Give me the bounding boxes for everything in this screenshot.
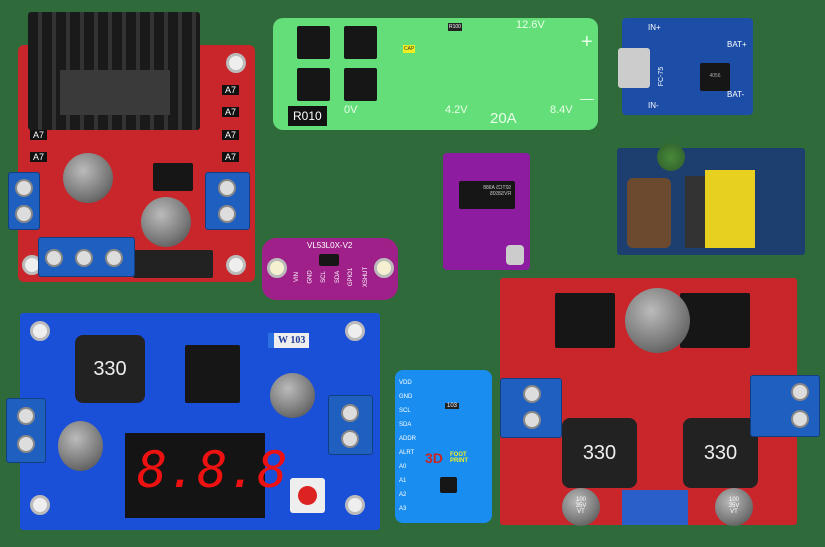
charger-ic: 4056 (700, 63, 730, 91)
pin-label: SDA (399, 422, 412, 428)
capacitor: 100 35V VT (715, 488, 753, 526)
regulator (153, 163, 193, 191)
code-label: R010 (288, 106, 327, 126)
label: A7 (30, 130, 48, 140)
terminal-block (328, 395, 373, 455)
potentiometer[interactable]: W 103 (268, 333, 310, 348)
label: A7 (222, 130, 240, 140)
resistor: 103 (445, 403, 460, 409)
pin-label: A2 (399, 492, 407, 498)
pin-label: ADDR (399, 436, 417, 442)
tp4056-module: IN+ IN- BAT+ BAT- 4056 FC-75 (618, 18, 753, 115)
terminal-block (750, 375, 820, 437)
seven-segment-display: 8.8.8. (137, 441, 318, 499)
potentiometer[interactable] (506, 245, 524, 265)
pin-label: GND (399, 394, 413, 400)
pin-label: A3 (399, 506, 407, 512)
minus-sign: — (580, 90, 594, 106)
capacitor (63, 153, 113, 203)
pin-label: SDA (335, 270, 342, 284)
resistor: R100 (448, 23, 462, 31)
header (133, 250, 213, 278)
terminal-block (8, 172, 40, 230)
pin-label: GND (307, 270, 314, 284)
mount-hole (226, 255, 246, 275)
terminal-block (205, 172, 250, 230)
ads1115-module: VDD GND SCL SDA ADDR ALRT A0 A1 A2 A3 3D… (395, 370, 492, 523)
module-title: VL53L0X-V2 (307, 241, 353, 250)
inductor: 330 (75, 335, 145, 403)
terminal-block (6, 398, 46, 463)
pin-label: XSHUT (363, 266, 370, 288)
lm2596-module: 330 W 103 8.8.8. (20, 313, 380, 530)
label: A7 (222, 107, 240, 117)
pin-label: VIN (294, 271, 301, 283)
pin-label: A0 (399, 464, 407, 470)
usb-port[interactable] (618, 48, 650, 88)
chip-text: RVS8935 (489, 191, 511, 197)
inductor: 330 (683, 418, 758, 488)
push-button[interactable] (290, 478, 325, 513)
logo: FOOT PRINT (450, 452, 468, 464)
pin-in-plus: IN+ (648, 23, 661, 32)
potentiometer[interactable] (622, 490, 688, 525)
fc-label: FC-75 (658, 66, 666, 87)
label-4v2: 4.2V (445, 104, 468, 116)
pin-in-minus: IN- (648, 101, 659, 110)
pin-label: GPIO1 (348, 267, 355, 287)
vl53l0x-module: VL53L0X-V2 VIN GND SCL SDA GPIO1 XSHUT (262, 238, 398, 300)
label-12v6: 12.6V (516, 19, 545, 31)
pin-label: VDD (399, 380, 412, 386)
inductor: 330 (562, 418, 637, 488)
pin-label: SCL (399, 408, 411, 414)
pin-bat-plus: BAT+ (727, 40, 747, 49)
logo: 3D (425, 450, 443, 466)
label: A7 (222, 85, 240, 95)
plus-sign: + (581, 31, 593, 53)
capacitor (141, 197, 191, 247)
pin-label: SCL (320, 271, 327, 283)
pin-label: ALRT (399, 450, 415, 456)
label-0v: 0V (344, 104, 358, 116)
mount-hole (226, 53, 246, 73)
label: A7 (30, 152, 48, 162)
label: A7 (222, 152, 240, 162)
capacitor: 100 35V VT (562, 488, 600, 526)
label-current: 20A (490, 110, 517, 127)
terminal-block (500, 378, 562, 438)
pin-bat-minus: BAT- (727, 90, 745, 99)
bms-module: R010 0V 4.2V 20A 8.4V 12.6V + — CAP R100 (273, 18, 598, 130)
power-supply-module (617, 143, 805, 255)
terminal-block (38, 237, 135, 277)
cap-label: CAP (403, 45, 416, 53)
pin-label: A1 (399, 478, 407, 484)
label-8v4: 8.4V (550, 104, 573, 116)
driver-ic (60, 70, 170, 115)
